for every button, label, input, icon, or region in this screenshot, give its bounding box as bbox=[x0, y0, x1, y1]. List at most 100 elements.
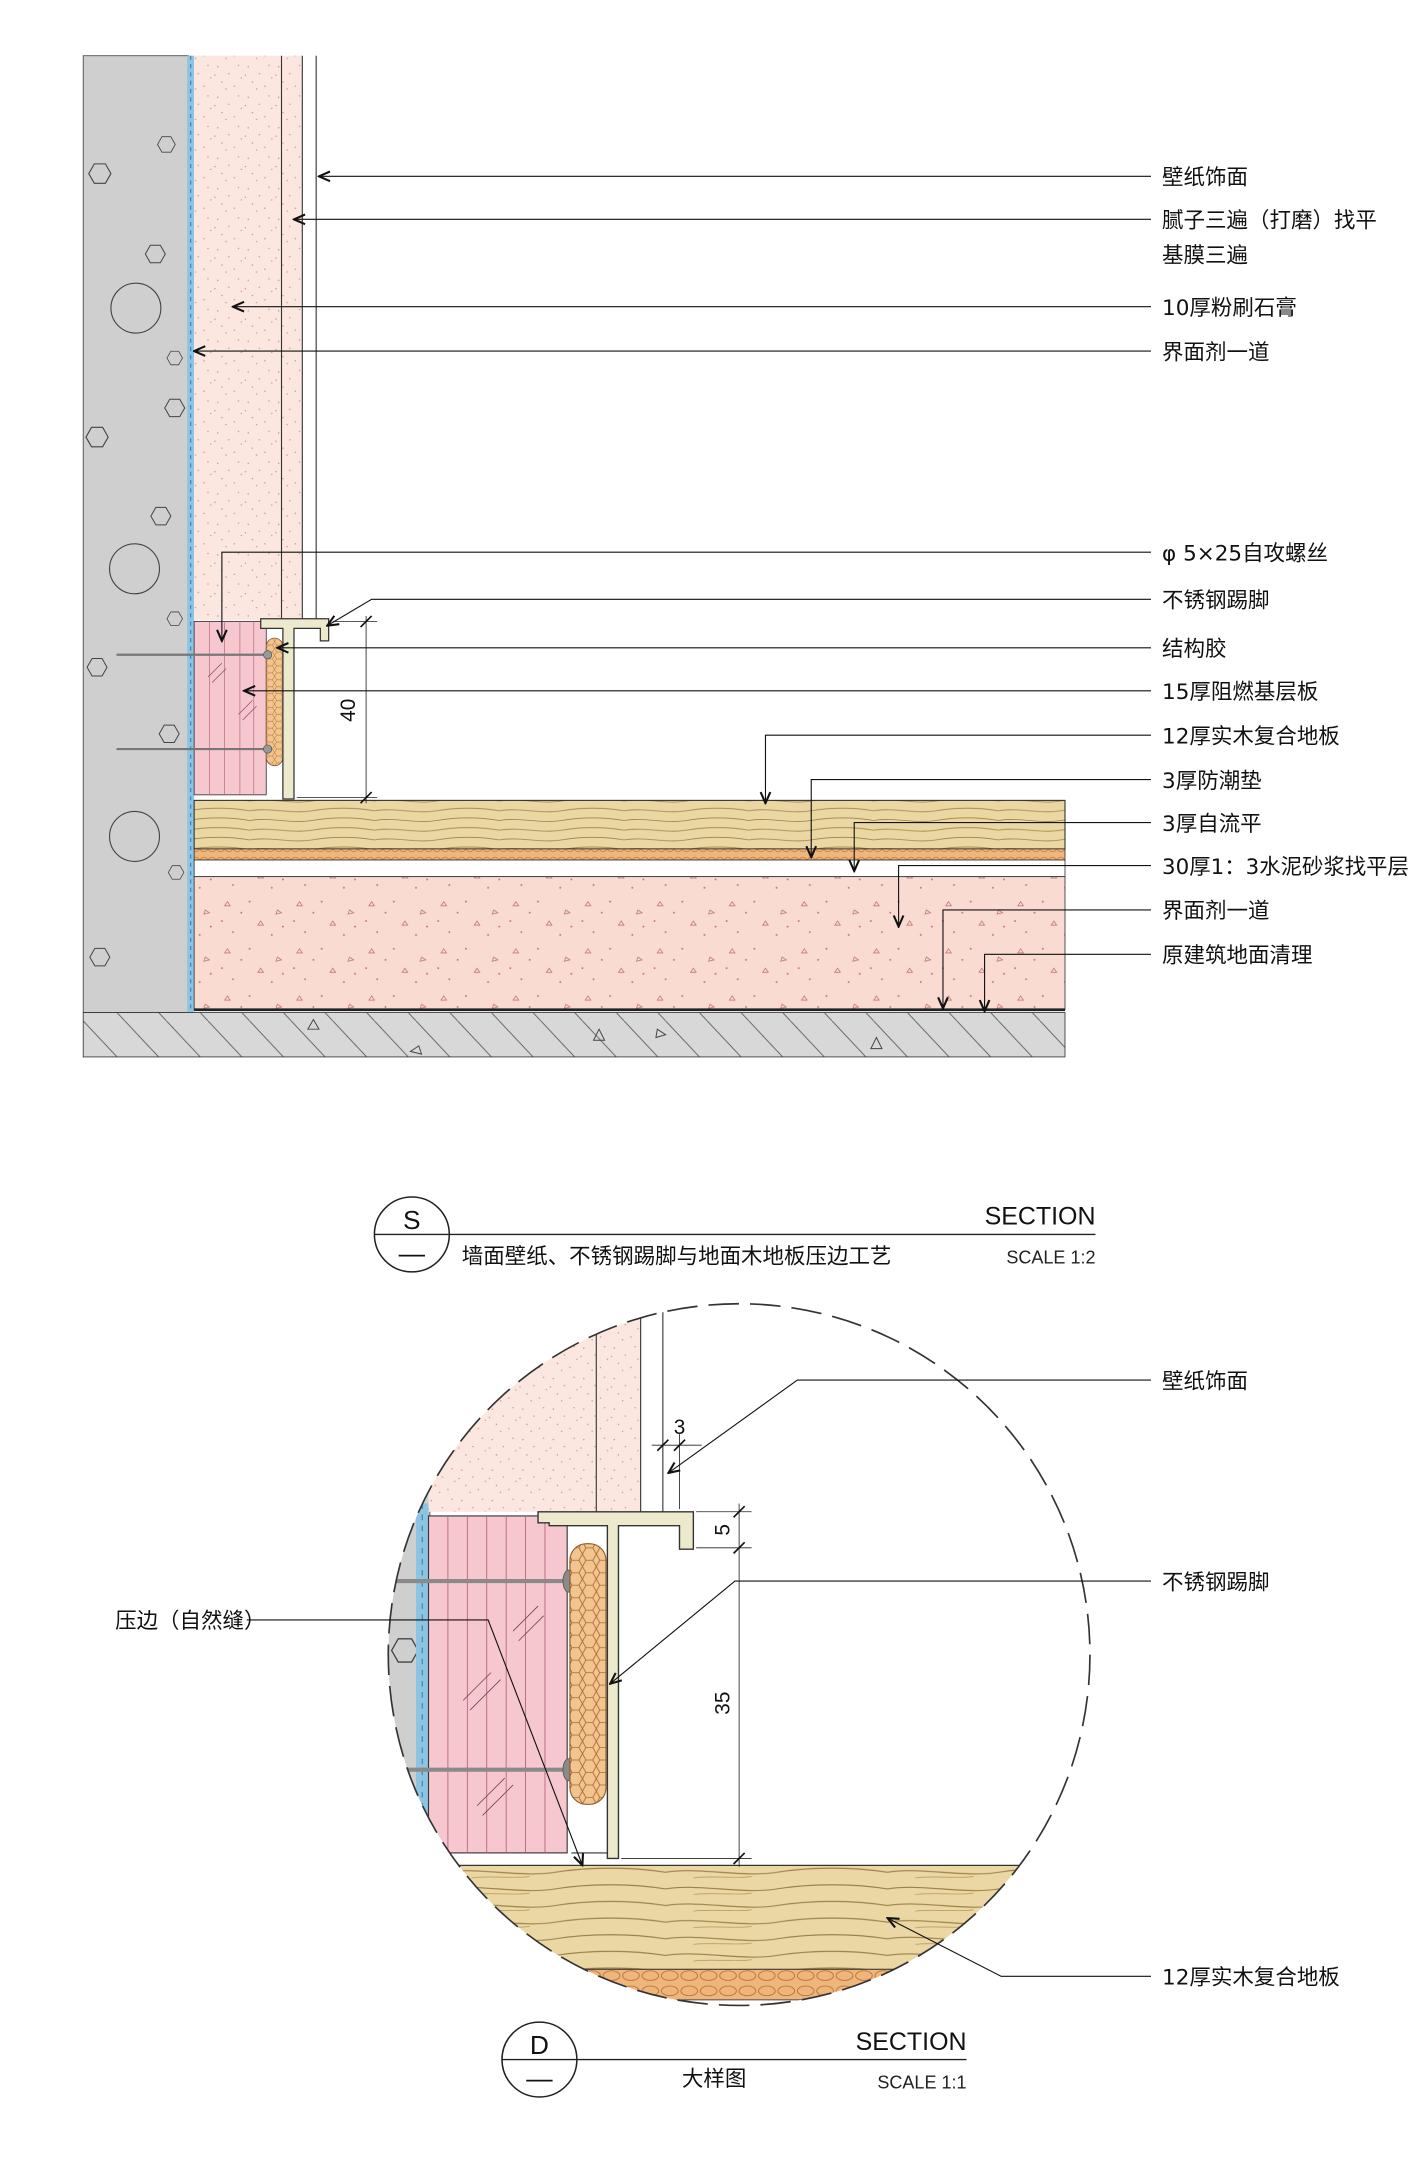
leader-base-cleanup bbox=[985, 953, 1151, 1011]
slab-aggregate bbox=[655, 1028, 667, 1039]
detail-dimensions: 3 5 35 bbox=[621, 1416, 752, 1867]
leader-detail-wallpaper bbox=[668, 1379, 1151, 1473]
leader-detail-edge-gap bbox=[246, 1619, 583, 1865]
detail-boundary-circle bbox=[387, 1302, 1091, 2007]
dimension-tick bbox=[673, 1439, 686, 1452]
label-mortar: 30厚1：3水泥砂浆找平层 bbox=[1162, 855, 1409, 880]
slab-aggregate bbox=[870, 1036, 883, 1050]
label-wall-interface: 界面剂一道 bbox=[1162, 340, 1269, 365]
wall-interface-layer bbox=[187, 55, 195, 1013]
label-detail-wood-floor: 12厚实木复合地板 bbox=[1162, 1966, 1340, 1991]
label-screw: φ 5×25自攻螺丝 bbox=[1162, 541, 1328, 566]
main-labels: 壁纸饰面 腻子三遍（打磨）找平 基膜三遍 10厚粉刷石膏 界面剂一道 φ 5×2… bbox=[1162, 166, 1409, 969]
dimension-height-text: 40 bbox=[337, 699, 360, 722]
gypsum-plaster-layer bbox=[194, 55, 303, 621]
label-gypsum: 10厚粉刷石膏 bbox=[1162, 296, 1297, 321]
label-wallpaper: 壁纸饰面 bbox=[1162, 166, 1248, 191]
detail-content bbox=[388, 1303, 1090, 2001]
dimension-tick bbox=[732, 1852, 746, 1865]
skirting-assembly bbox=[116, 618, 330, 800]
detail-mark-sheet: — bbox=[526, 2063, 553, 2093]
fire-retardant-base-board bbox=[193, 621, 267, 796]
label-self-leveling: 3厚自流平 bbox=[1162, 812, 1262, 837]
base-board-glint bbox=[462, 1672, 492, 1701]
leader-wood-floor bbox=[765, 734, 1151, 803]
base-board-glint bbox=[238, 700, 253, 715]
detail-gypsum-plaster bbox=[428, 1303, 641, 1512]
section-mark-circle bbox=[373, 1196, 451, 1273]
leader-self-leveling bbox=[854, 822, 1151, 872]
dimension-tick bbox=[732, 1541, 746, 1554]
label-base-cleanup: 原建筑地面清理 bbox=[1162, 944, 1312, 969]
detail-moisture-pad bbox=[388, 1968, 1090, 2001]
detail-drawing-title: 大样图 bbox=[682, 2067, 746, 2092]
label-wood-floor: 12厚实木复合地板 bbox=[1162, 725, 1340, 750]
base-board-glint bbox=[512, 1605, 539, 1632]
leader-detail-wood-floor bbox=[888, 1918, 1151, 1977]
aggregate-stone bbox=[110, 282, 162, 334]
base-board-glint bbox=[211, 668, 227, 683]
dimension-40: 40 bbox=[296, 615, 378, 804]
label-detail-edge-gap: 压边（自然缝） bbox=[115, 1609, 265, 1634]
concrete-wall-body bbox=[82, 55, 190, 1013]
leader-screw bbox=[222, 551, 1151, 641]
base-board-glint bbox=[469, 1679, 501, 1711]
detail-title-block: D — SECTION 大样图 SCALE 1:1 bbox=[501, 2021, 967, 2098]
original-floor-slab bbox=[82, 1012, 1066, 1058]
wood-composite-floor bbox=[193, 799, 1066, 850]
dimension-tick bbox=[656, 1439, 669, 1452]
label-moisture-pad: 3厚防潮垫 bbox=[1162, 769, 1262, 794]
self-leveling-layer bbox=[193, 859, 1066, 878]
base-board-glint bbox=[518, 1615, 544, 1642]
main-section: 40 壁纸饰面 腻子三遍（打磨）找平 基膜三遍 10厚粉刷石膏 界面剂一道 φ … bbox=[82, 55, 1409, 1058]
dimension-tick bbox=[359, 791, 373, 804]
label-putty: 腻子三遍（打磨）找平 bbox=[1162, 209, 1377, 234]
dimension-wallpaper-gap-text: 3 bbox=[674, 1416, 686, 1439]
label-skirting: 不锈钢踢脚 bbox=[1162, 589, 1269, 614]
detail-drawing-scale: SCALE 1:1 bbox=[877, 2073, 966, 2093]
base-board-glint bbox=[482, 1784, 514, 1816]
leader-mortar bbox=[899, 865, 1151, 927]
detail-view: 3 5 35 壁纸饰面 不锈钢踢脚 压边（自然缝） 12厚实木复合地板 bbox=[115, 1302, 1340, 2007]
main-leader-lines bbox=[194, 176, 1151, 1011]
detail-section-heading: SECTION bbox=[856, 2028, 967, 2056]
leader-moisture-pad bbox=[811, 779, 1151, 858]
leader-detail-skirting bbox=[610, 1580, 1151, 1684]
detail-labels: 壁纸饰面 不锈钢踢脚 压边（自然缝） 12厚实木复合地板 bbox=[115, 1369, 1340, 1990]
detail-wood-floor bbox=[388, 1864, 1090, 1971]
drawing-title: 墙面壁纸、不锈钢踢脚与地面木地板压边工艺 bbox=[462, 1245, 892, 1270]
floor-layers bbox=[82, 799, 1066, 1058]
base-board-glint bbox=[242, 705, 257, 721]
aggregate-stone bbox=[108, 810, 161, 862]
label-detail-skirting: 不锈钢踢脚 bbox=[1162, 1570, 1269, 1595]
moisture-pad bbox=[193, 848, 1066, 861]
wall-finish-layers bbox=[194, 55, 317, 621]
base-board-glint bbox=[207, 662, 223, 678]
cement-mortar-layer bbox=[193, 876, 1066, 1011]
slab-aggregate bbox=[409, 1045, 423, 1055]
stainless-skirting-profile bbox=[260, 618, 330, 800]
detail-base-board bbox=[427, 1515, 568, 1854]
slab-aggregate bbox=[592, 1028, 606, 1041]
base-board-glint bbox=[476, 1777, 506, 1807]
detail-interface-blue bbox=[416, 1503, 429, 1873]
dimension-flange-text: 5 bbox=[711, 1524, 734, 1536]
screw-head bbox=[263, 650, 273, 660]
main-title-block: S — SECTION 墙面壁纸、不锈钢踢脚与地面木地板压边工艺 SCALE 1… bbox=[373, 1196, 1096, 1273]
dimension-height-text: 35 bbox=[711, 1692, 734, 1715]
detail-leader-lines bbox=[246, 1379, 1151, 1977]
detail-structural-adhesive bbox=[569, 1543, 607, 1805]
label-detail-wallpaper: 壁纸饰面 bbox=[1162, 1369, 1248, 1394]
detail-mark-letter: D bbox=[530, 2030, 549, 2060]
label-base-film: 基膜三遍 bbox=[1162, 243, 1248, 268]
leader-skirting bbox=[327, 598, 1151, 625]
dimension-tick bbox=[359, 615, 373, 628]
section-heading: SECTION bbox=[985, 1203, 1096, 1231]
detail-mark-circle bbox=[501, 2021, 578, 2098]
screw-head bbox=[263, 744, 273, 754]
label-base-board: 15厚阻燃基层板 bbox=[1162, 680, 1318, 705]
section-mark-sheet: — bbox=[399, 1238, 426, 1268]
section-mark-letter: S bbox=[403, 1205, 421, 1235]
dimension-tick bbox=[732, 1505, 746, 1518]
slab-aggregate bbox=[307, 1018, 320, 1030]
